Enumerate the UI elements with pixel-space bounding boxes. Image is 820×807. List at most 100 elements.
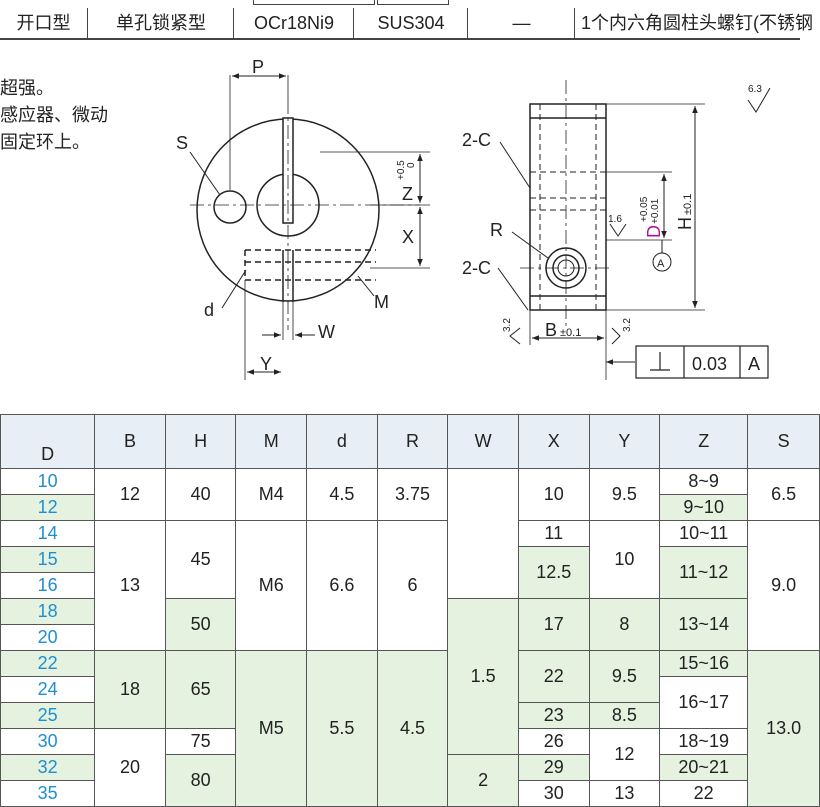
table-row: 32 80 2 29 20~21 xyxy=(0,754,820,807)
table-header-row: D B H M d R W X Y Z S xyxy=(0,414,820,469)
cell-z: 9~10 xyxy=(659,494,749,521)
cell-d-hole: 4.5 xyxy=(306,468,378,521)
label-rough-32-right: 3.2 xyxy=(622,318,633,332)
cell-z: 20~21 xyxy=(659,754,749,781)
cell-r: 4.5 xyxy=(376,650,449,807)
cell-x: 26 xyxy=(517,728,590,755)
cell-y: 8.5 xyxy=(588,702,661,729)
cell-d: 24 xyxy=(0,676,96,703)
cell-y: 12 xyxy=(588,728,661,781)
cell-b: 18 xyxy=(94,650,166,729)
spec-table: D B H M d R W X Y Z S 10 12 40 M4 4.5 3.… xyxy=(0,414,820,807)
top-cell-screw: 1个内六角圆柱头螺钉(不锈钢 xyxy=(574,8,813,38)
cell-d: 32 xyxy=(0,754,96,781)
cell-h: 50 xyxy=(164,598,237,651)
cell-x: 23 xyxy=(517,702,590,729)
cell-x: 12.5 xyxy=(517,546,590,599)
cell-b: 12 xyxy=(94,468,166,521)
label-y: Y xyxy=(260,354,272,374)
cell-z: 11~12 xyxy=(659,546,749,599)
table-row: 22 18 65 M5 5.5 4.5 22 9.5 15~16 13.0 xyxy=(0,650,820,807)
cell-h: 75 xyxy=(164,728,237,755)
cell-y: 10 xyxy=(588,520,661,599)
cell-z: 15~16 xyxy=(659,650,749,677)
top-cell-dash: — xyxy=(467,8,575,38)
label-z: Z xyxy=(402,184,413,204)
label-perp-value: 0.03 xyxy=(692,354,727,374)
perpendicularity-frame xyxy=(635,345,769,379)
label-rough-63: 6.3 xyxy=(748,84,762,95)
top-spec-row: 开口型 单孔锁紧型 OCr18Ni9 SUS304 — 1个内六角圆柱头螺钉(不… xyxy=(0,0,813,40)
cell-z: 8~9 xyxy=(659,468,749,495)
screw-hole-s xyxy=(213,190,247,224)
cell-z: 13~14 xyxy=(659,598,749,651)
cell-d: 35 xyxy=(0,780,96,807)
label-z-tol-upper: +0.5 xyxy=(396,160,407,180)
cell-m: M6 xyxy=(235,520,308,651)
cell-z: 18~19 xyxy=(659,728,749,755)
note-line-1: 超强。 xyxy=(0,78,54,98)
cell-h: 65 xyxy=(164,650,237,729)
header-d-hole: d xyxy=(306,414,378,469)
label-rough-16: 1.6 xyxy=(608,214,622,225)
cell-r: 6 xyxy=(376,520,449,651)
header-h: H xyxy=(164,414,237,469)
cell-m: M5 xyxy=(235,650,308,807)
table-row: 10 12 40 M4 4.5 3.75 10 9.5 8~9 6.5 xyxy=(0,468,820,599)
cell-w: 1.5 xyxy=(447,598,519,755)
header-x: X xyxy=(517,414,590,469)
label-x: X xyxy=(402,227,414,247)
header-r: R xyxy=(376,414,449,469)
table-row: 24 16~17 xyxy=(0,676,820,729)
cell-x: 17 xyxy=(517,598,590,651)
header-cut-1 xyxy=(253,0,375,5)
header-z: Z xyxy=(659,414,749,469)
cell-x: 11 xyxy=(517,520,590,547)
cell-d: 25 xyxy=(0,702,96,729)
header-m: M xyxy=(235,414,308,469)
header-cut-2 xyxy=(377,0,449,5)
table-row: 18 50 1.5 17 8 13~14 xyxy=(0,598,820,755)
cell-w-empty xyxy=(447,468,519,599)
cell-d: 12 xyxy=(0,494,96,521)
label-m: M xyxy=(374,292,389,312)
cell-w: 2 xyxy=(447,754,519,807)
label-b-tol: ±0.1 xyxy=(560,327,581,339)
cell-d: 18 xyxy=(0,598,96,625)
cell-m: M4 xyxy=(235,468,308,521)
cell-x: 30 xyxy=(517,780,590,807)
header-d: D xyxy=(0,414,96,469)
table-row: 12 9~10 xyxy=(0,494,820,521)
label-datum-a: A xyxy=(657,258,665,270)
side-outline xyxy=(529,103,607,311)
table-row: 25 23 8.5 xyxy=(0,702,820,729)
label-d: d xyxy=(204,300,214,320)
note-line-2: 感应器、微动 xyxy=(0,105,108,125)
cell-b: 13 xyxy=(94,520,166,651)
cell-z: 16~17 xyxy=(659,676,749,729)
top-cell-material: OCr18Ni9 xyxy=(233,8,354,38)
cell-h: 80 xyxy=(164,754,237,807)
cell-y: 9.5 xyxy=(588,468,661,521)
label-b: B xyxy=(545,320,557,340)
label-z-tol-lower: 0 xyxy=(406,162,417,168)
top-cell-sus: SUS304 xyxy=(353,8,468,38)
label-2c-top: 2-C xyxy=(462,130,491,150)
cell-s: 13.0 xyxy=(747,650,820,807)
label-w: W xyxy=(318,322,335,342)
label-s: S xyxy=(176,133,188,153)
cell-b: 20 xyxy=(94,728,166,807)
cell-d: 22 xyxy=(0,650,96,677)
cell-d: 15 xyxy=(0,546,96,573)
table-row: 20 xyxy=(0,624,820,651)
cell-h: 45 xyxy=(164,520,237,599)
cell-x: 22 xyxy=(517,650,590,703)
label-r: R xyxy=(490,220,503,240)
cell-h: 40 xyxy=(164,468,237,521)
label-perp-datum: A xyxy=(748,354,760,374)
header-y: Y xyxy=(588,414,661,469)
cell-d-hole: 6.6 xyxy=(306,520,378,651)
label-d-tol-lower: +0.01 xyxy=(650,198,661,224)
cell-d-hole: 5.5 xyxy=(306,650,378,807)
top-cell-lock: 单孔锁紧型 xyxy=(87,8,234,38)
